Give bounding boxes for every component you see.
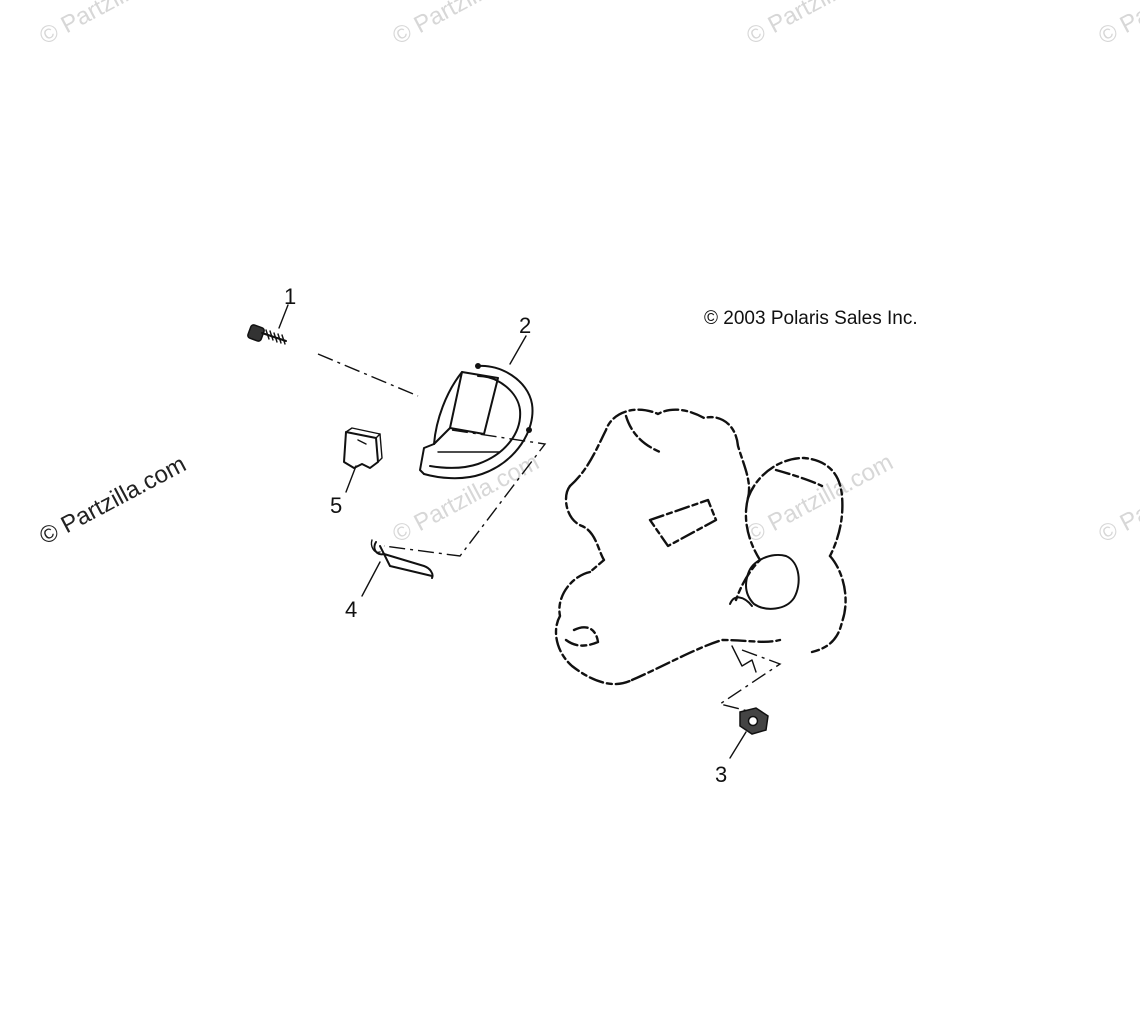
leader-line-4 [361, 561, 381, 597]
watermark: © Partzilla.com [35, 0, 190, 50]
watermark: © Partzilla.com [742, 0, 897, 50]
leader-line-2 [509, 335, 527, 365]
callout-4[interactable]: 4 [345, 597, 357, 622]
watermark: © Partzilla.com [388, 0, 543, 50]
callout-3[interactable]: 3 [715, 762, 727, 787]
assembly-line-bolt [317, 353, 419, 397]
watermark-group: © Partzilla.com © Partzilla.com © Partzi… [35, 0, 1140, 550]
bolt-icon[interactable] [247, 324, 287, 345]
watermark: © Partzilla.com [742, 449, 897, 549]
engine-outline [554, 408, 847, 686]
watermark: © Partzilla.com [1094, 0, 1140, 50]
nut-icon[interactable] [739, 707, 769, 735]
watermark: © Partzilla.com [388, 449, 543, 549]
leader-line-5 [345, 465, 357, 493]
callout-2[interactable]: 2 [519, 313, 531, 338]
watermark: © Partzilla.com [1094, 449, 1140, 549]
assembly-line-cover [383, 429, 547, 557]
bracket-icon[interactable] [343, 427, 383, 469]
spring-clip-icon[interactable] [370, 539, 434, 579]
callout-1[interactable]: 1 [284, 284, 296, 309]
callout-5[interactable]: 5 [330, 493, 342, 518]
assembly-line-nut [718, 649, 782, 713]
copyright-notice: © 2003 Polaris Sales Inc. [704, 308, 918, 329]
watermark-left: © Partzilla.com [35, 451, 190, 551]
leader-line-1 [278, 304, 289, 329]
leader-line-3 [729, 731, 747, 759]
